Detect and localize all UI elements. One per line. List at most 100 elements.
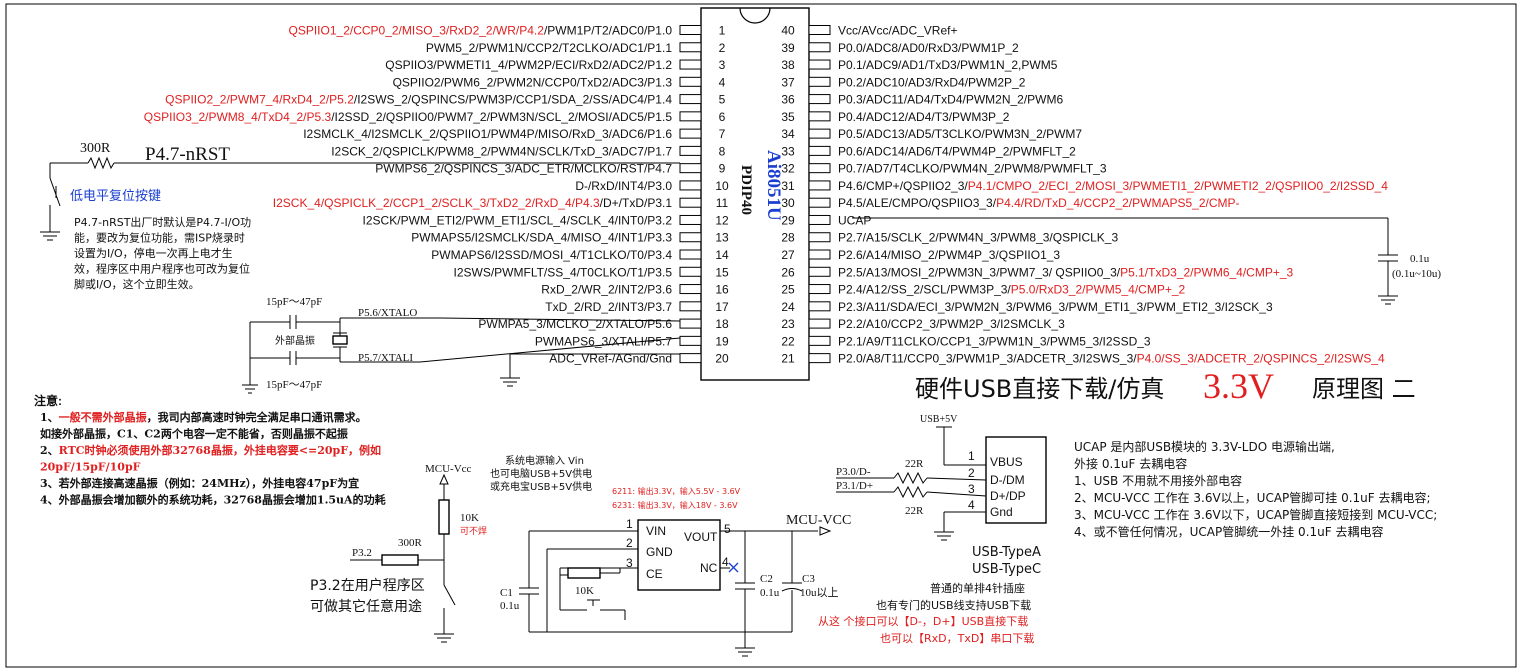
c3-name: C3 (802, 573, 815, 585)
usb-p31-net: P3.1/D+ (836, 480, 873, 492)
usb-desc-red-1: 从这 个接口可以【D-，D+】USB直接下载 (818, 614, 1028, 628)
left-pin-label-seg: PWMAPS5/I2SMCLK/SDA_4/MISO_4/INT1/P3.3 (411, 231, 672, 245)
p32-net: P3.2 (352, 547, 372, 559)
p32-circuit: MCU-Vcc 10K 可不焊 300R P3.2 P3.2在用户程序区 可做其… (310, 463, 487, 643)
crystal-net-xtali: P5.7/XTALI (358, 352, 413, 364)
usb-type-c: USB-TypeC (972, 562, 1041, 577)
reset-button-switch (49, 177, 61, 207)
usb-pin3-num: 3 (968, 482, 975, 496)
left-pin-stub (679, 163, 702, 174)
left-pin-number: 17 (715, 300, 729, 314)
p32-pullup-note: 可不焊 (460, 525, 487, 537)
right-pin-stub (808, 94, 831, 105)
power-input-3: 或充电宝USB+5V供电 (490, 480, 592, 493)
left-pin-label-seg: I2SWS/PWMFLT/SS_4/T0CLKO/T1/P3.5 (453, 265, 672, 279)
left-pin-label: QSPIIO2/PWM6_2/PWM2N/CCP0/TxD2/ADC3/P1.3 (393, 75, 673, 89)
reg-pin-vin: VIN (646, 524, 666, 538)
left-pin-label: RxD_2/WR_2/INT2/P3.6 (541, 283, 672, 297)
left-pin-label-seg: QSPIIO3_2/PWM8_4/TxD4_2/P5.3 (144, 110, 332, 124)
c1-name: C1 (500, 587, 513, 599)
usb-desc-red-2: 也可以【RxD，TxD】串口下载 (880, 632, 1034, 645)
reset-note-line: 设置为I/O，停电一次再上电才生 (74, 246, 233, 260)
ucap-cap-value: 0.1u (1410, 253, 1430, 265)
reg-pin3-num: 3 (626, 556, 633, 570)
left-pin-number: 10 (715, 179, 729, 193)
right-pin-number: 24 (781, 300, 795, 314)
ucap-cap-range: (0.1u~10u) (1392, 268, 1441, 280)
left-pin-label: QSPIIO2_2/PWM7_4/RxD4_2/P5.2/I2SWS_2/QSP… (165, 93, 672, 107)
right-pin-number: 34 (781, 127, 795, 141)
left-pin-number: 6 (719, 110, 726, 124)
left-pin-number: 8 (719, 144, 726, 158)
mcu-vcc-net: MCU-VCC (786, 513, 851, 528)
usb-r2 (893, 485, 928, 499)
reset-net-label: P4.7-nRST (145, 144, 230, 165)
reg-pin5-num: 5 (724, 522, 731, 536)
right-pin-number: 40 (781, 24, 795, 38)
left-pin-stub (679, 214, 702, 225)
right-pin-label-seg: P2.0/A8/T11/CCP0_3/PWM1P_3/ADCETR_3/I2SW… (838, 352, 1137, 366)
note-line-seg: 1、 (40, 411, 59, 424)
left-pin-stub (679, 197, 702, 208)
ucap-note-line: 外接 0.1uF 去耦电容 (1074, 456, 1187, 471)
left-pin-stub (679, 301, 702, 312)
right-pin-label-seg: P4.5/ALE/CMPO/QSPIIO3_3/ (838, 196, 997, 210)
left-pin-stub (679, 353, 702, 364)
reg-pin-vout: VOUT (684, 530, 718, 544)
left-pin-label-seg: PWMAPS6/I2SSD/MOSI_4/T1CLKO/T0/P3.4 (431, 248, 672, 262)
left-pin-label-seg: RxD_2/WR_2/INT2/P3.6 (541, 283, 672, 297)
left-pin-number: 11 (716, 196, 729, 210)
chip-body (700, 7, 810, 381)
usb-pin-dm: D-/DM (990, 473, 1025, 487)
left-pin-number: 12 (715, 213, 729, 227)
note-line-seg: 如接外部晶振，C1、C2两个电容一定不能省，否则晶振不起振 (40, 427, 348, 441)
power-reg-note-2: 6231: 输出3.3V，输入18V - 3.6V (612, 500, 738, 510)
usb-pin1-num: 1 (968, 449, 975, 463)
usb-desc-2: 也有专门的USB线支持USB下载 (876, 598, 1031, 612)
crystal-circuit: 15pF～47pF 15pF～47pF 外部晶振 P5.6/XTALO P5.7… (242, 296, 681, 394)
left-pin-label-seg: I2SCK_2/QSPICLK/PWM8_2/PWM4N/SCLK/TxD_3/… (331, 144, 672, 158)
left-pin-label: PWMPS6_2/QSPINCS_3/ADC_ETR/MCLKO/RST/P4.… (375, 162, 672, 176)
right-pin-stub (808, 180, 831, 191)
right-pin-number: 26 (781, 265, 795, 279)
left-pin-number: 20 (715, 352, 729, 366)
left-pin-label-seg: TxD_2/RD_2/INT3/P3.7 (545, 300, 672, 314)
right-pin-label-seg: P0.7/AD7/T4CLKO/PWM4N_2/PWM8/PWMFLT_3 (838, 162, 1107, 176)
usb-desc-1: 普通的单排4针插座 (930, 581, 1025, 595)
ucap-capacitor: 0.1u (0.1u~10u) (852, 217, 1441, 305)
p32-series-resistor (381, 554, 419, 566)
pin20-ground (500, 353, 680, 387)
right-pin-label: P0.7/AD7/T4CLKO/PWM4N_2/PWM8/PWMFLT_3 (838, 162, 1107, 176)
right-pin-stub (808, 353, 831, 364)
right-pin-stub (808, 59, 831, 70)
left-pin-label-seg: D-/RxD/INT4/P3.0 (575, 179, 672, 193)
left-pin-number: 18 (715, 317, 729, 331)
left-pin-label-seg: PWMAPS6_3/XTALI/P5.7 (535, 334, 672, 348)
left-pin-label: I2SCK/PWM_ETI2/PWM_ETI1/SCL_4/SCLK_4/INT… (363, 213, 673, 227)
left-pin-label-seg: /PWM1P/T2/ADC0/P1.0 (544, 24, 672, 38)
note-line-seg: 2、 (40, 444, 59, 457)
right-pin-number: 23 (781, 317, 795, 331)
frame-border (5, 3, 1517, 668)
crystal-cap-top: 15pF～47pF (266, 296, 322, 308)
reg-pin2-num: 2 (626, 536, 633, 550)
p32-pullup-value: 10K (460, 512, 479, 524)
right-pin-number: 33 (781, 144, 795, 158)
left-pin-stub (679, 76, 702, 87)
left-pin-label-seg: I2SCK/PWM_ETI2/PWM_ETI1/SCL_4/SCLK_4/INT… (363, 213, 673, 227)
left-pin-number: 16 (715, 283, 729, 297)
notes-title: 注意: (34, 393, 62, 408)
left-pin-label-seg: QSPIIO1_2/CCP0_2/MISO_3/RxD2_2/WR/P4.2 (289, 24, 545, 38)
left-pin-label: PWM5_2/PWM1N/CCP2/T2CLKO/ADC1/P1.1 (426, 41, 672, 55)
heading-part1: 硬件USB直接下载/仿真 (915, 375, 1164, 403)
left-pin-stub (679, 180, 702, 191)
left-pin-number: 15 (715, 265, 729, 279)
power-input-2: 也可电脑USB+5V供电 (490, 467, 592, 480)
right-pin-label-seg: P2.4/A12/SS_2/SCL/PWM3P_3/ (838, 283, 1011, 297)
right-pin-label-seg: P0.0/ADC8/AD0/RxD3/PWM1P_2 (838, 41, 1019, 55)
ucap-note-line: 2、MCU-VCC 工作在 3.6V以上，UCAP管脚可挂 0.1uF 去耦电容… (1074, 490, 1431, 505)
ucap-note-line: 4、或不管任何情况，UCAP管脚统一外挂 0.1uF 去耦电容 (1074, 524, 1383, 539)
right-pin-stub (808, 25, 831, 35)
left-pin-group: 1QSPIIO1_2/CCP0_2/MISO_3/RxD2_2/WR/P4.2/… (144, 24, 729, 366)
right-pin-label-seg: P4.0/SS_3/ADCETR_2/QSPINCS_2/I2SWS_4 (1137, 352, 1385, 366)
